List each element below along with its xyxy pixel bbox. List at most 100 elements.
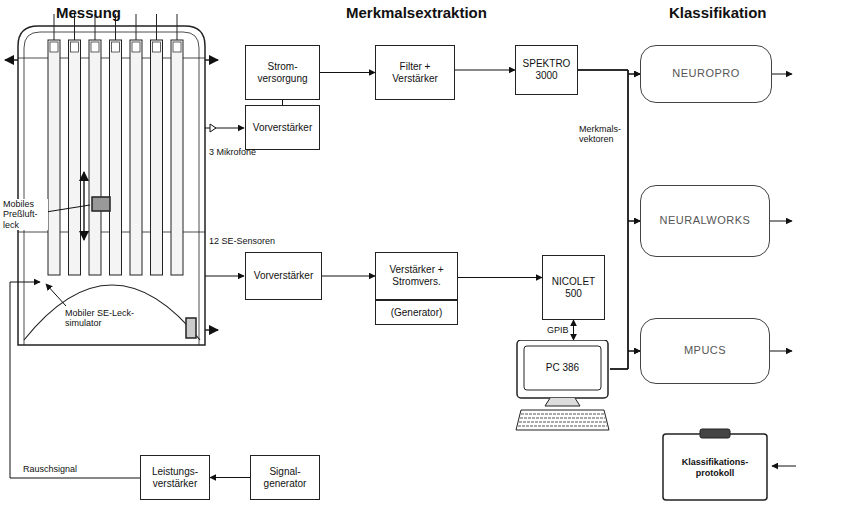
key-row [520, 418, 605, 419]
vessel-inner-wall [24, 32, 199, 345]
tube-head [71, 42, 79, 52]
process-box: Filter + Verstärker [375, 45, 455, 100]
key-row [521, 414, 604, 415]
clipboard-clip [700, 429, 730, 438]
tube-head [50, 42, 58, 52]
connector [455, 70, 515, 71]
node-text: Vorverstärker [254, 270, 313, 282]
leader-line [46, 205, 90, 212]
output-arrow [772, 74, 792, 75]
clipboard-board [663, 434, 767, 500]
tube-head [173, 42, 181, 52]
noise-signal-line [10, 282, 140, 478]
tube-head [91, 42, 99, 52]
node-text: SPEKTRO 3000 [520, 58, 573, 82]
connector [573, 320, 574, 340]
microphone-symbol [210, 124, 216, 132]
node-text: Signal- generator [255, 466, 315, 490]
connector [610, 351, 640, 369]
node-text: PC 386 [546, 362, 579, 374]
leader-line [46, 284, 66, 306]
sensor [186, 318, 196, 338]
node-text: Filter + Verstärker [380, 61, 450, 85]
process-box: SPEKTRO 3000 [515, 45, 578, 95]
node-text: NEUROPRO [672, 67, 740, 80]
screen-text-area: PC 386 [525, 347, 600, 389]
output-arrow [770, 221, 792, 222]
node-text: MPUCS [684, 344, 726, 357]
fuel-tube [130, 40, 142, 275]
rod [156, 14, 157, 40]
key-row [518, 426, 607, 427]
fuel-tube [69, 40, 81, 275]
node-text: Leistungs- verstärker [145, 466, 205, 490]
tube-head [153, 42, 161, 52]
output-arrow [770, 351, 792, 352]
clipboard-icon: Klassifikations- protokoll [660, 428, 770, 502]
connector [210, 477, 250, 478]
annotation: Merkmals- vektoren [578, 124, 626, 145]
column-heading: Klassifikation [668, 4, 768, 21]
node-text: NEURALWORKS [660, 214, 751, 227]
computer-outline [515, 340, 610, 432]
node-text: Strom- versorgung [250, 61, 315, 85]
process-box: Verstärker + Stromvers. [375, 252, 458, 300]
tube-head [112, 42, 120, 52]
fuel-assemblies [48, 14, 183, 275]
column-heading: Merkmalsextraktion [345, 4, 488, 21]
fuel-tube [110, 40, 122, 275]
node-text: Verstärker + Stromvers. [380, 264, 453, 288]
process-box: Vorverstärker [245, 105, 320, 150]
keyboard [516, 410, 609, 430]
classifier-box: NEUROPRO [640, 45, 772, 103]
sensor-line [205, 276, 244, 277]
computer-icon: PC 386 [515, 340, 610, 432]
input-arrow [772, 466, 796, 467]
annotation: Mobiler SE-Leck- simulator [64, 308, 138, 329]
vessel-dome [24, 285, 200, 340]
fuel-tube [171, 40, 183, 275]
node-text: Vorverstärker [253, 122, 312, 134]
pressure-vessel [5, 14, 218, 345]
process-box: (Generator) [375, 300, 458, 325]
clipboard-text-area: Klassifikations- protokoll [667, 442, 763, 494]
process-box: Leistungs- verstärker [140, 455, 210, 500]
process-box: Vorverstärker [245, 252, 322, 300]
connector [578, 70, 640, 74]
connector [610, 221, 640, 369]
process-box: Strom- versorgung [245, 45, 320, 100]
monitor [517, 340, 608, 398]
fuel-tube [48, 40, 60, 275]
fuel-tube [89, 40, 101, 275]
node-text: NICOLET 500 [547, 276, 600, 300]
connector [458, 277, 542, 278]
annotation: 12 SE-Sensoren [208, 236, 276, 246]
rod [54, 14, 55, 40]
process-box: Signal- generator [250, 455, 320, 500]
connector [610, 74, 640, 369]
fuel-tube [151, 40, 163, 275]
classifier-box: NEURALWORKS [640, 185, 770, 257]
connector [320, 72, 375, 73]
mobile-leak [92, 197, 110, 211]
node-text: Klassifikations- protokoll [667, 457, 763, 479]
key-row [519, 422, 606, 423]
monitor-stand [545, 398, 580, 406]
nozzle [205, 59, 218, 61]
annotation: Rauschsignal [22, 464, 78, 474]
rod [136, 14, 137, 40]
edge-label: GPIB [546, 325, 570, 335]
nozzle [205, 329, 218, 331]
screen [524, 346, 601, 390]
rod [177, 14, 178, 40]
tube-head [132, 42, 140, 52]
column-heading: Messung [55, 4, 122, 21]
classifier-box: MPUCS [640, 318, 770, 384]
vessel-wall [18, 26, 205, 345]
connector [578, 70, 640, 221]
annotation: Mobiles Preßluft- leck [2, 199, 48, 230]
node-text: (Generator) [391, 307, 443, 319]
nozzle [5, 59, 18, 61]
connector [322, 276, 375, 277]
process-box: NICOLET 500 [542, 255, 605, 320]
